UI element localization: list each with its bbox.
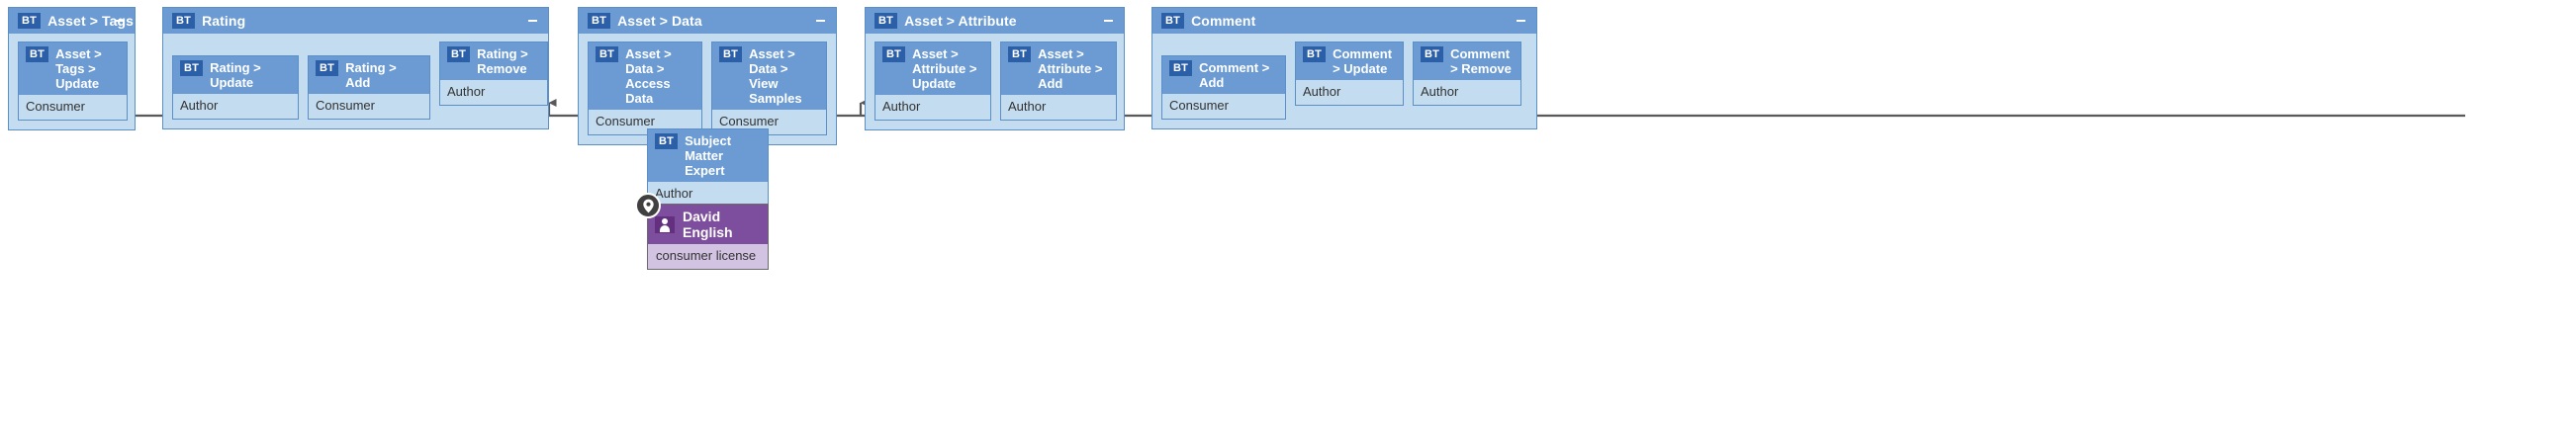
permission-node[interactable]: BT Rating > Add Consumer <box>308 55 430 120</box>
group-asset-data[interactable]: BT Asset > Data BT Asset > Data > Access… <box>578 7 837 145</box>
permission-node[interactable]: BT Asset > Attribute > Update Author <box>874 42 991 121</box>
node-role: Author <box>1001 95 1116 120</box>
permission-node[interactable]: BT Asset > Tags > Update Consumer <box>18 42 128 121</box>
group-body: BT Comment > Add Consumer BT Comment > U… <box>1152 34 1536 128</box>
minimize-icon[interactable] <box>1104 20 1113 22</box>
person-node-david-english[interactable]: David English consumer license <box>647 204 769 270</box>
node-label: Comment > Add <box>1199 60 1270 90</box>
person-header: David English <box>648 205 768 244</box>
group-body: BT Asset > Attribute > Update Author BT … <box>866 34 1124 129</box>
bt-chip-icon: BT <box>882 46 906 62</box>
bt-chip-icon: BT <box>874 13 898 29</box>
group-body: BT Asset > Tags > Update Consumer <box>9 34 135 129</box>
bt-chip-icon: BT <box>1169 60 1193 76</box>
minimize-icon[interactable] <box>1517 20 1525 22</box>
permission-node[interactable]: BT Rating > Remove Author <box>439 42 548 106</box>
node-header: BT Comment > Add <box>1162 56 1285 94</box>
bt-chip-icon: BT <box>172 13 196 29</box>
group-header[interactable]: BT Rating <box>163 8 548 34</box>
node-role: Consumer <box>1162 94 1285 119</box>
bt-chip-icon: BT <box>1008 46 1032 62</box>
permission-node[interactable]: BT Asset > Data > Access Data Consumer <box>588 42 702 135</box>
node-header: BT Rating > Remove <box>440 42 547 80</box>
group-header[interactable]: BT Asset > Attribute <box>866 8 1124 34</box>
node-role: Author <box>440 80 547 105</box>
group-rating[interactable]: BT Rating BT Rating > Update Author BT R… <box>162 7 549 129</box>
node-header: BT Asset > Attribute > Add <box>1001 42 1116 95</box>
node-label: Comment > Update <box>1333 46 1393 76</box>
node-role: Consumer <box>19 95 127 120</box>
group-comment[interactable]: BT Comment BT Comment > Add Consumer BT … <box>1151 7 1537 129</box>
node-header: BT Comment > Remove <box>1414 42 1520 80</box>
node-label: Asset > Attribute > Add <box>1038 46 1103 91</box>
node-header: BT Asset > Data > View Samples <box>712 42 826 110</box>
group-title: Asset > Tags <box>47 13 135 29</box>
node-header: BT Comment > Update <box>1296 42 1403 80</box>
permission-node[interactable]: BT Comment > Add Consumer <box>1161 55 1286 120</box>
node-label: Asset > Tags > Update <box>55 46 102 91</box>
group-asset-tags[interactable]: BT Asset > Tags BT Asset > Tags > Update… <box>8 7 136 130</box>
group-header[interactable]: BT Comment <box>1152 8 1536 34</box>
bt-chip-icon: BT <box>1303 46 1327 62</box>
permission-node[interactable]: BT Asset > Data > View Samples Consumer <box>711 42 827 135</box>
node-role: Author <box>875 95 990 120</box>
node-header: BT Subject Matter Expert <box>648 129 768 182</box>
node-header: BT Asset > Data > Access Data <box>589 42 701 110</box>
bt-chip-icon: BT <box>655 133 679 149</box>
node-label: Comment > Remove <box>1450 46 1512 76</box>
group-title: Comment <box>1191 13 1256 29</box>
group-title: Rating <box>202 13 246 29</box>
node-label: Rating > Update <box>210 60 261 90</box>
bt-chip-icon: BT <box>596 46 619 62</box>
node-header: BT Rating > Add <box>309 56 429 94</box>
permission-node[interactable]: BT Comment > Update Author <box>1295 42 1404 106</box>
node-label: Subject Matter Expert <box>685 133 732 178</box>
bt-chip-icon: BT <box>447 46 471 62</box>
bt-chip-icon: BT <box>1161 13 1185 29</box>
node-label: Rating > Add <box>345 60 397 90</box>
person-license: consumer license <box>648 244 768 269</box>
group-title: Asset > Attribute <box>904 13 1017 29</box>
node-label: Asset > Data > Access Data <box>625 46 672 106</box>
node-role: Author <box>173 94 298 119</box>
location-pin-icon[interactable] <box>635 193 661 218</box>
person-name: David English <box>683 209 733 240</box>
group-asset-attribute[interactable]: BT Asset > Attribute BT Asset > Attribut… <box>865 7 1125 130</box>
person-icon <box>655 215 675 233</box>
bt-chip-icon: BT <box>26 46 49 62</box>
bt-chip-icon: BT <box>588 13 611 29</box>
permission-node[interactable]: BT Comment > Remove Author <box>1413 42 1521 106</box>
node-role: Author <box>1296 80 1403 105</box>
group-header[interactable]: BT Asset > Data <box>579 8 836 34</box>
node-header: BT Asset > Tags > Update <box>19 42 127 95</box>
node-header: BT Rating > Update <box>173 56 298 94</box>
bt-chip-icon: BT <box>719 46 743 62</box>
group-title: Asset > Data <box>617 13 702 29</box>
permission-node[interactable]: BT Rating > Update Author <box>172 55 299 120</box>
subject-matter-expert-node[interactable]: BT Subject Matter Expert Author <box>647 128 769 208</box>
node-role: Author <box>1414 80 1520 105</box>
minimize-icon[interactable] <box>115 20 124 22</box>
node-role: Consumer <box>309 94 429 119</box>
bt-chip-icon: BT <box>180 60 204 76</box>
node-label: Rating > Remove <box>477 46 528 76</box>
node-label: Asset > Attribute > Update <box>912 46 977 91</box>
bt-chip-icon: BT <box>18 13 42 29</box>
node-label: Asset > Data > View Samples <box>749 46 802 106</box>
minimize-icon[interactable] <box>528 20 537 22</box>
group-header[interactable]: BT Asset > Tags <box>9 8 135 34</box>
group-body: BT Rating > Update Author BT Rating > Ad… <box>163 34 548 128</box>
bt-chip-icon: BT <box>1421 46 1444 62</box>
node-header: BT Asset > Attribute > Update <box>875 42 990 95</box>
bt-chip-icon: BT <box>316 60 339 76</box>
minimize-icon[interactable] <box>816 20 825 22</box>
permission-node[interactable]: BT Asset > Attribute > Add Author <box>1000 42 1117 121</box>
node-role: Author <box>648 182 768 207</box>
